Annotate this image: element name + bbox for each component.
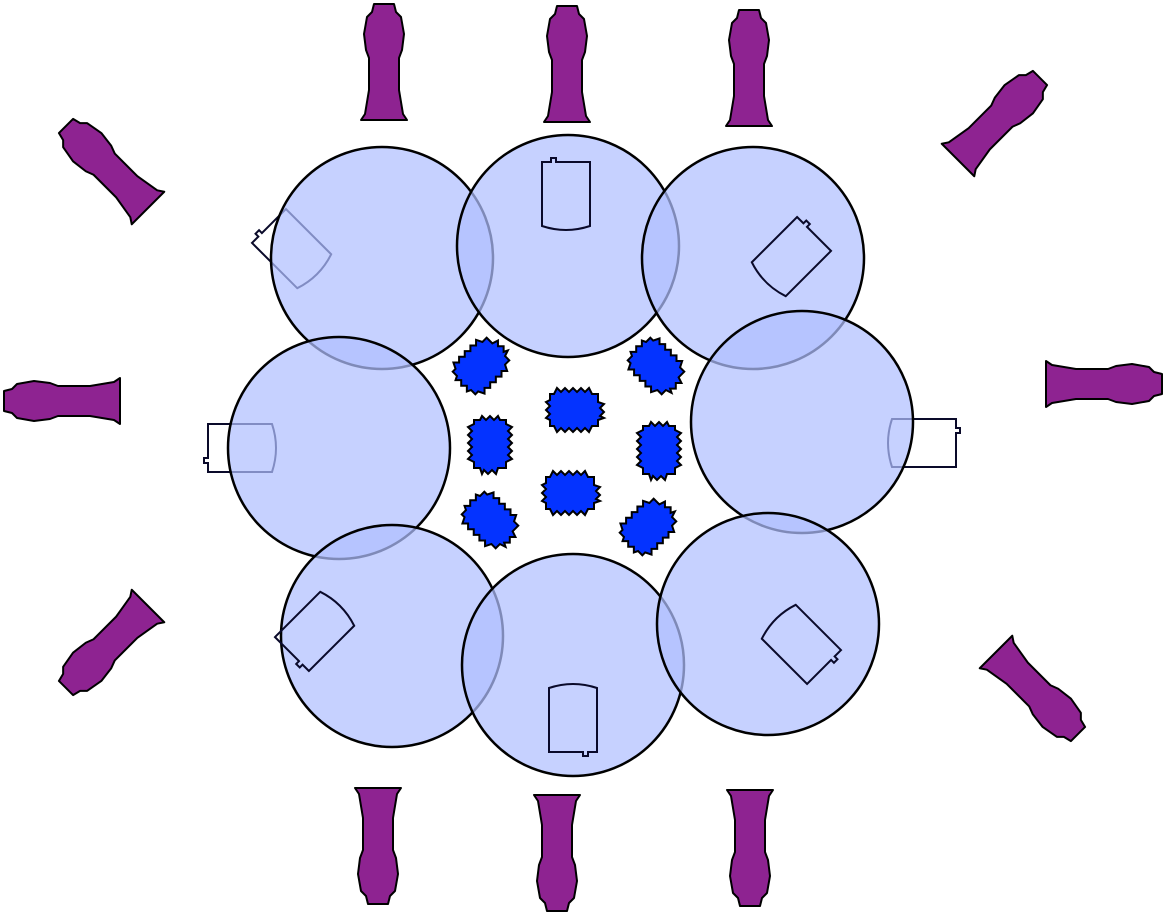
outer-shape-right [1045, 360, 1163, 408]
outer-shape-bottom-2 [533, 794, 581, 912]
inner-shapes [444, 328, 694, 564]
inner-shape-bottom [541, 470, 601, 516]
outer-shape-bottom-right [978, 634, 1096, 752]
inner-shape-bottom-right [611, 489, 686, 564]
circle-right [689, 309, 915, 535]
outer-shape-bottom-1 [354, 787, 402, 905]
outer-shape-bottom-3 [726, 789, 774, 907]
inner-shape-right [636, 421, 682, 481]
outer-shape-top-3 [725, 9, 773, 127]
circle-bottom [460, 552, 686, 778]
outer-shape-left [3, 377, 121, 425]
outer-shape-top-2 [543, 5, 591, 123]
circle-bottom-right [655, 511, 881, 737]
outer-shape-bottom-left [48, 588, 166, 706]
outer-shape-top-right [940, 60, 1058, 178]
inner-shape-left [467, 415, 513, 475]
inner-shape-top [545, 387, 605, 433]
circle-left [226, 335, 452, 561]
inner-shape-bottom-left [453, 483, 528, 558]
zone-circles [226, 133, 915, 778]
outer-shape-top-1 [360, 3, 408, 121]
outer-shape-top-left [48, 108, 166, 226]
